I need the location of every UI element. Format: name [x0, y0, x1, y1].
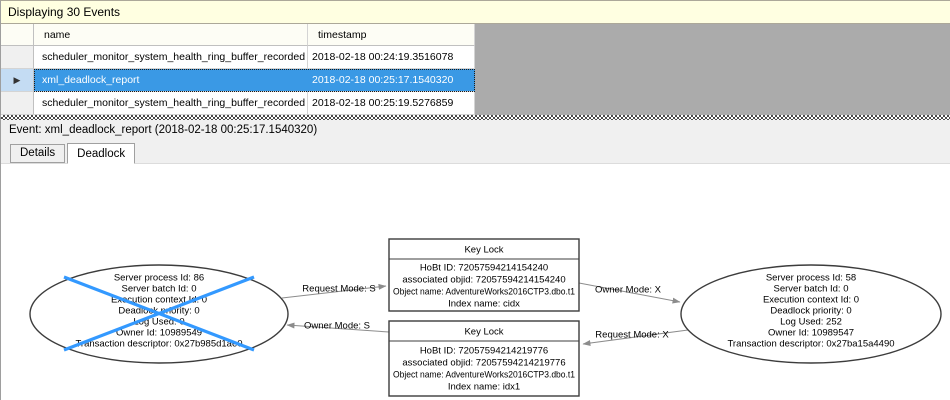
event-name-cell[interactable]: scheduler_monitor_system_health_ring_buf…	[34, 92, 308, 115]
process-node-victim[interactable]: Server process Id: 86 Server batch Id: 0…	[29, 264, 289, 364]
event-name-cell[interactable]: xml_deadlock_report	[34, 69, 308, 92]
node-text-line: Deadlock priority: 0	[118, 306, 199, 317]
events-count-header: Displaying 30 Events	[1, 1, 950, 24]
event-name-cell[interactable]: scheduler_monitor_system_health_ring_buf…	[34, 46, 308, 69]
row-selector-cell[interactable]	[1, 92, 34, 115]
victim-cross-icon	[63, 275, 255, 352]
edge-request-x: Request Mode: X	[582, 329, 689, 346]
tab-deadlock[interactable]: Deadlock	[67, 143, 136, 164]
current-row-arrow-icon: ▶	[13, 74, 21, 85]
edge-label-request-s: Request Mode: S	[302, 284, 375, 295]
row-selector-cell[interactable]: ▶	[1, 69, 34, 92]
node-text-line: Object name: AdventureWorks2016CTP3.dbo.…	[393, 287, 575, 298]
edge-label-request-x: Request Mode: X	[595, 330, 669, 341]
node-text-line: Server process Id: 58	[766, 273, 856, 284]
edge-request-s: Request Mode: S	[281, 284, 387, 299]
node-text-line: Owner Id: 10989549	[116, 328, 202, 339]
node-text-line: HoBt ID: 72057594214154240	[420, 263, 548, 274]
table-row-selected[interactable]: ▶ xml_deadlock_report 2018-02-18 00:25:1…	[1, 69, 475, 92]
resource-node-keylock-top[interactable]: Key Lock HoBt ID: 72057594214154240 asso…	[388, 238, 580, 312]
node-text-line: Server batch Id: 0	[122, 284, 197, 295]
node-text-line: Transaction descriptor: 0x27b985d1ae0	[75, 339, 242, 350]
detail-tabstrip: Details Deadlock	[1, 140, 950, 164]
event-timestamp-cell[interactable]: 2018-02-18 00:25:17.1540320	[308, 69, 475, 92]
node-text-line: Index name: cidx	[448, 299, 520, 310]
grid-corner-cell	[1, 24, 34, 46]
edge-label-owner-s: Owner Mode: S	[304, 321, 370, 332]
table-row[interactable]: scheduler_monitor_system_health_ring_buf…	[1, 92, 475, 115]
node-text-line: HoBt ID: 72057594214219776	[420, 346, 548, 357]
node-text-line: Owner Id: 10989547	[768, 328, 854, 339]
node-text-line: Transaction descriptor: 0x27ba15a4490	[727, 339, 894, 350]
edge-owner-x: Owner Mode: X	[578, 282, 681, 304]
column-header-name[interactable]: name	[34, 24, 308, 46]
grid-detail-splitter[interactable]	[1, 115, 950, 120]
node-text-line: Server batch Id: 0	[774, 284, 849, 295]
event-summary-bar: Event: xml_deadlock_report (2018-02-18 0…	[1, 120, 950, 140]
resource-node-title: Key Lock	[464, 245, 503, 256]
deadlock-graph-canvas: Request Mode: S Owner Mode: S Owner Mode…	[1, 164, 950, 400]
event-timestamp-cell[interactable]: 2018-02-18 00:25:19.5276859	[308, 92, 475, 115]
node-text-line: associated objid: 72057594214154240	[402, 275, 565, 286]
events-grid: name timestamp scheduler_monitor_system_…	[1, 24, 950, 115]
column-header-timestamp[interactable]: timestamp	[308, 24, 475, 46]
node-text-line: Execution context Id: 0	[763, 295, 859, 306]
resource-node-keylock-bottom[interactable]: Key Lock HoBt ID: 72057594214219776 asso…	[388, 320, 580, 397]
node-text-line: Execution context Id: 0	[111, 295, 207, 306]
edge-label-owner-x: Owner Mode: X	[595, 285, 662, 296]
node-text-line: Object name: AdventureWorks2016CTP3.dbo.…	[393, 370, 575, 381]
row-selector-cell[interactable]	[1, 46, 34, 69]
tab-details[interactable]: Details	[10, 144, 66, 163]
node-text-line: associated objid: 72057594214219776	[402, 358, 565, 369]
grid-header-row: name timestamp	[1, 24, 475, 46]
event-timestamp-cell[interactable]: 2018-02-18 00:24:19.3516078	[308, 46, 475, 69]
node-text-line: Server process Id: 86	[114, 273, 204, 284]
resource-node-title: Key Lock	[464, 327, 503, 338]
edge-owner-s: Owner Mode: S	[286, 321, 390, 333]
node-text-line: Index name: idx1	[448, 382, 520, 393]
node-text-line: Log Used: 252	[780, 317, 842, 328]
node-text-line: Deadlock priority: 0	[770, 306, 851, 317]
node-text-line: Log Used: 0	[133, 317, 184, 328]
process-node-survivor[interactable]: Server process Id: 58 Server batch Id: 0…	[680, 264, 942, 364]
table-row[interactable]: scheduler_monitor_system_health_ring_buf…	[1, 46, 475, 69]
